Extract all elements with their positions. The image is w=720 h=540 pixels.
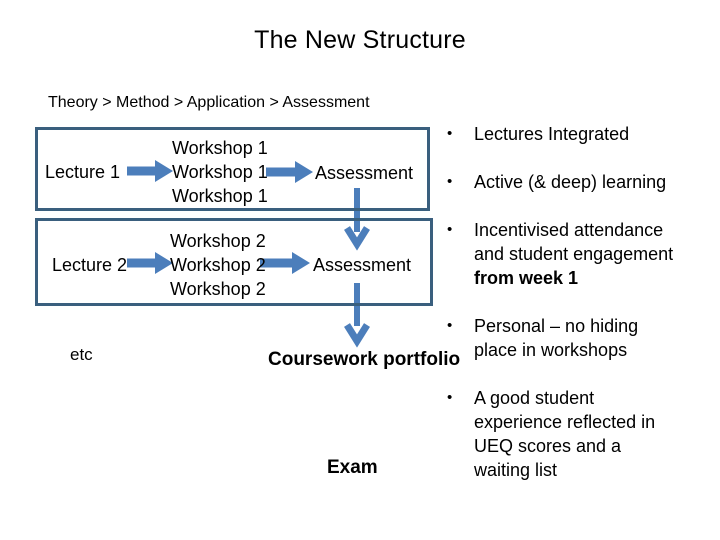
bullet-marker: • — [447, 173, 453, 190]
lecture1-label: Lecture 1 — [45, 162, 121, 182]
workshop1-line: Workshop 1 — [172, 138, 268, 158]
arrow-assessment2-down-head — [344, 323, 370, 348]
slide-title: The New Structure — [254, 26, 466, 54]
exam-label: Exam — [327, 457, 378, 478]
arrow-workshops2-to-assessment — [260, 252, 310, 274]
lecture2-label: Lecture 2 — [52, 255, 128, 275]
bullet-marker: • — [447, 221, 453, 238]
breadcrumb: Theory > Method > Application > Assessme… — [48, 94, 370, 111]
workshop2-line: Workshop 2 — [170, 231, 266, 251]
workshop2-line: Workshop 2 — [170, 255, 266, 275]
coursework-portfolio-label: Coursework portfolio — [268, 349, 461, 370]
assessment2-label: Assessment — [313, 255, 412, 275]
bullet-text: Active (& deep) learning — [474, 172, 667, 192]
arrow-assessment1-down-head — [344, 226, 370, 251]
bullet-text: Lectures Integrated — [474, 124, 630, 144]
bullet-marker: • — [447, 125, 453, 142]
bullet-text: A good student experience reflected in U… — [474, 388, 656, 480]
bullet-item-lectures-integrated: • Lectures Integrated — [447, 122, 712, 146]
workshop1-line: Workshop 1 — [172, 186, 268, 206]
lecture1-box — [35, 127, 430, 211]
bullet-item-student-experience: • A good student experience reflected in… — [447, 386, 712, 482]
bullet-marker: • — [447, 317, 453, 334]
arrow-workshops1-to-assessment — [266, 161, 313, 183]
bullet-list: • Lectures Integrated • Active (& deep) … — [447, 122, 712, 506]
bullet-text: Personal – no hiding place in workshops — [474, 316, 639, 360]
arrow-lecture1-to-workshops — [127, 160, 173, 182]
workshop1-line: Workshop 1 — [172, 162, 268, 182]
bullet-text: Incentivised attendance and student enga… — [474, 220, 674, 288]
arrow-lecture2-to-workshops — [127, 252, 173, 274]
workshops2-stack: Workshop 2 Workshop 2 Workshop 2 — [170, 229, 266, 301]
workshops1-stack: Workshop 1 Workshop 1 Workshop 1 — [172, 136, 268, 208]
bullet-item-active-learning: • Active (& deep) learning — [447, 170, 712, 194]
bullet-marker: • — [447, 389, 453, 406]
etc-label: etc — [70, 345, 93, 364]
lecture2-box — [35, 218, 433, 306]
workshop2-line: Workshop 2 — [170, 279, 266, 299]
assessment1-label: Assessment — [315, 163, 414, 183]
bullet-item-incentivised-attendance: • Incentivised attendance and student en… — [447, 218, 712, 290]
bullet-item-personal: • Personal – no hiding place in workshop… — [447, 314, 712, 362]
